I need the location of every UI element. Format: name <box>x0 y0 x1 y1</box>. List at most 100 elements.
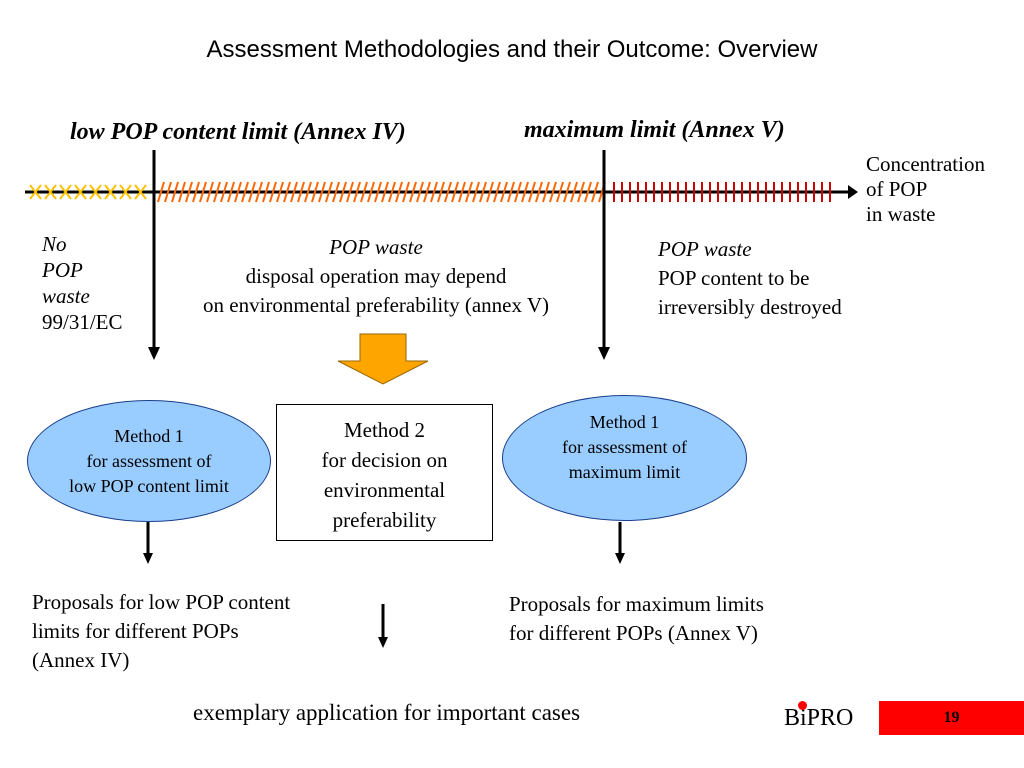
zone-high-line2: irreversibly destroyed <box>658 295 842 319</box>
proposals-max-line2: for different POPs (Annex V) <box>509 621 758 645</box>
zone-mark <box>311 181 319 203</box>
zone-mark <box>500 181 508 203</box>
zone-mark <box>521 181 529 203</box>
zone-mark <box>556 181 564 203</box>
method2-line2: for decision on <box>321 448 448 472</box>
zone-mark <box>542 181 550 203</box>
zone-mark <box>402 181 410 203</box>
zone-mark <box>563 181 571 203</box>
zone-no-pop-line1: No <box>42 232 67 256</box>
axis-label: Concentration of POP in waste <box>866 152 985 227</box>
zone-mark <box>44 184 57 200</box>
zone-mark <box>381 181 389 203</box>
slide-title: Assessment Methodologies and their Outco… <box>206 36 818 63</box>
zone-mark <box>248 181 256 203</box>
zone-mark <box>199 181 207 203</box>
zone-mark <box>465 181 473 203</box>
zone-no-pop-marks <box>29 184 147 200</box>
zone-no-pop-line3: waste <box>42 284 90 308</box>
method1-max-line2: for assessment of <box>562 436 687 457</box>
zone-mark <box>591 181 599 203</box>
zone-mark <box>227 181 235 203</box>
zone-mark <box>416 181 424 203</box>
zone-mark <box>134 184 147 200</box>
zone-mark <box>206 181 214 203</box>
zone-mark <box>276 181 284 203</box>
zone-mark <box>444 181 452 203</box>
zone-mark <box>262 181 270 203</box>
zone-middle-line1: disposal operation may depend <box>245 264 507 288</box>
zone-high-heading: POP waste <box>658 237 752 261</box>
zone-no-pop-text: No POP waste 99/31/EC <box>42 231 123 335</box>
method1-max-line3: maximum limit <box>568 461 681 482</box>
zone-mark <box>451 181 459 203</box>
proposals-max-line1: Proposals for maximum limits <box>509 592 764 616</box>
zone-mark <box>577 181 585 203</box>
zone-mark <box>29 184 42 200</box>
zone-destroy-marks <box>613 182 831 202</box>
zone-mark <box>584 181 592 203</box>
zone-high-line1: POP content to be <box>658 266 810 290</box>
page-number: 19 <box>879 701 1024 735</box>
max-limit-arrowhead <box>598 347 610 360</box>
zone-mark <box>297 181 305 203</box>
zone-mark <box>213 181 221 203</box>
proposals-low-line1: Proposals for low POP content <box>32 590 291 614</box>
zone-mark <box>479 181 487 203</box>
zone-mark <box>514 181 522 203</box>
bipro-logo: BiPRO <box>784 705 854 731</box>
zone-mark <box>570 181 578 203</box>
zone-mark <box>486 181 494 203</box>
method1-low-line2: for assessment of <box>86 450 212 471</box>
method1-max-result-arrowhead <box>615 553 625 564</box>
proposals-low-text: Proposals for low POP content limits for… <box>32 588 290 675</box>
zone-mark <box>339 181 347 203</box>
application-text: exemplary application for important case… <box>193 700 581 725</box>
zone-mark <box>89 184 102 200</box>
method1-low-line3: low POP content limit <box>69 475 229 496</box>
zone-mark <box>535 181 543 203</box>
zone-mark <box>353 181 361 203</box>
zone-middle-text: POP waste disposal operation may depend … <box>150 233 602 320</box>
zone-mark <box>164 181 172 203</box>
axis-label-line2: of POP <box>866 177 928 201</box>
method1-low-result-arrowhead <box>143 553 153 564</box>
zone-mark <box>493 181 501 203</box>
zone-mark <box>528 181 536 203</box>
zone-mark <box>458 181 466 203</box>
zone-mark <box>318 181 326 203</box>
method2-line1: Method 2 <box>343 418 426 442</box>
method1-max-line1: Method 1 <box>589 411 660 432</box>
zone-mark <box>178 181 186 203</box>
low-limit-label: low POP content limit (Annex IV) <box>70 119 406 145</box>
zone-no-pop-line2: POP <box>42 258 83 282</box>
zone-mark <box>234 181 242 203</box>
down-block-arrow <box>337 333 429 385</box>
method2-box: Method 2 for decision on environmental p… <box>276 404 493 541</box>
axis-arrowhead <box>848 185 858 199</box>
method2-line4: preferability <box>332 508 437 532</box>
zone-mark <box>104 184 117 200</box>
zone-mark <box>171 181 179 203</box>
method1-max-ellipse: Method 1 for assessment of maximum limit <box>502 395 747 521</box>
zone-mark <box>283 181 291 203</box>
proposals-low-line2: limits for different POPs <box>32 619 239 643</box>
proposals-max-text: Proposals for maximum limits for differe… <box>509 590 764 648</box>
zone-mark <box>360 181 368 203</box>
low-limit-arrowhead <box>148 347 160 360</box>
zone-mark <box>269 181 277 203</box>
zone-middle-line2: on environmental preferability (annex V) <box>203 293 549 317</box>
zone-mark <box>192 181 200 203</box>
zone-mark <box>395 181 403 203</box>
zone-mark <box>507 181 515 203</box>
zone-mark <box>549 181 557 203</box>
max-limit-label: maximum limit (Annex V) <box>524 117 785 143</box>
axis-label-line1: Concentration <box>866 152 985 176</box>
zone-mark <box>74 184 87 200</box>
logo-dot-icon <box>798 701 807 710</box>
zone-mark <box>367 181 375 203</box>
zone-high-text: POP waste POP content to be irreversibly… <box>658 235 842 322</box>
zone-mark <box>472 181 480 203</box>
zone-mark <box>374 181 382 203</box>
